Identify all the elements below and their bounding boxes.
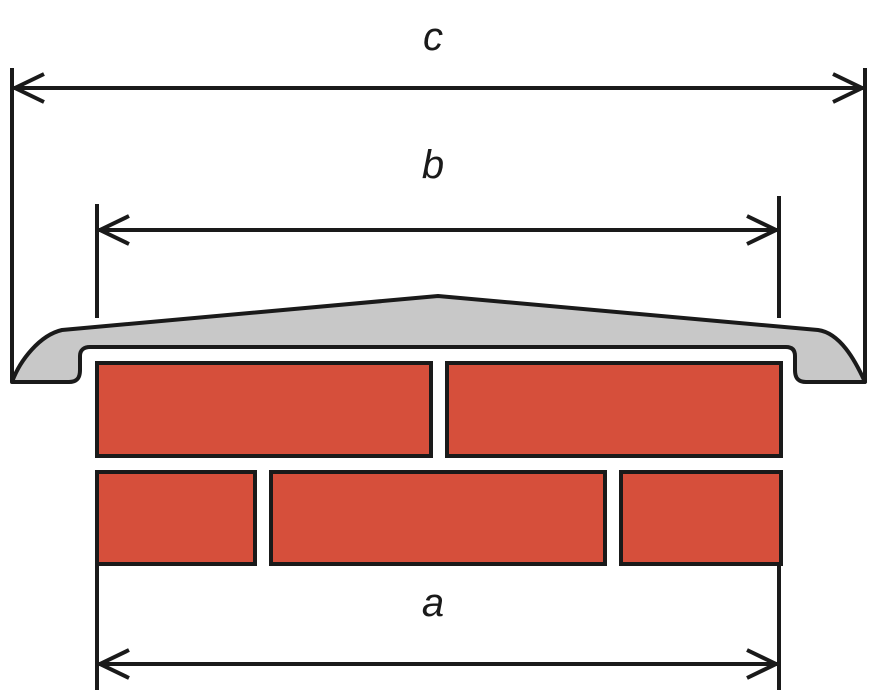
brick-wall [95,361,783,566]
brick [445,361,783,458]
dimension-a: a [95,562,781,690]
dimension-label-b: b [422,143,444,187]
brick [269,470,607,566]
dimension-label-c: c [423,15,443,59]
arrowhead-a-left [95,648,130,680]
coping-cap [10,294,867,384]
dimension-b: b [95,143,781,318]
brick [95,470,257,566]
dimension-label-a: a [422,581,444,625]
arrowhead-c-right [832,72,867,104]
arrowhead-b-left [95,214,130,246]
arrowhead-a-right [746,648,781,680]
brick [619,470,783,566]
brick [95,361,433,458]
arrowhead-b-right [746,214,781,246]
arrowhead-c-left [10,72,45,104]
dimension-c: c [10,15,867,382]
